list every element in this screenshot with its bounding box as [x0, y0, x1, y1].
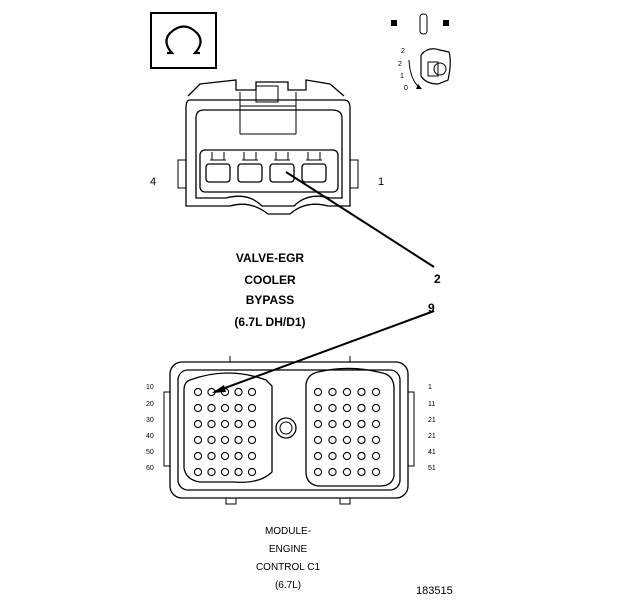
ecm-cavity — [342, 435, 352, 445]
ecm-cavity — [207, 387, 216, 397]
pin-1-label: 1 — [378, 176, 384, 188]
ecm-right-row-label: 51 — [428, 465, 436, 472]
ecm-left-row-label: 30 — [146, 417, 154, 424]
egr-valve-connector-drawing — [177, 79, 359, 215]
ecm-cavity — [313, 403, 323, 413]
ecm-cavity — [193, 403, 203, 413]
pin-4-label: 4 — [150, 176, 156, 188]
egr-valve-name-line: (6.7L DH/D1) — [234, 315, 305, 329]
ignition-key-icon: 2 2 1 0 — [391, 13, 451, 92]
ecm-right-cavity-grid — [313, 387, 381, 477]
ecm-cavity — [313, 387, 323, 397]
ecm-cavity — [193, 419, 203, 429]
ecm-cavity — [207, 435, 216, 445]
ecm-cavity — [207, 403, 216, 413]
key-legend-label: 2 — [398, 61, 402, 68]
ecm-cavity — [357, 467, 366, 477]
ecm-cavity — [371, 435, 381, 445]
ecm-cavity — [342, 467, 352, 477]
ecm-cavity — [234, 419, 243, 429]
ecm-cavity — [207, 451, 216, 461]
key-legend-label: 0 — [404, 85, 408, 92]
ecm-cavity — [234, 387, 243, 397]
ecm-cavity — [357, 451, 366, 461]
ecm-cavity — [328, 467, 337, 477]
ecm-cavity — [220, 419, 230, 429]
ecm-cavity — [234, 467, 243, 477]
egr-valve-name-line: VALVE-EGR — [236, 251, 305, 265]
ecm-cavity — [313, 435, 323, 445]
ecm-cavity — [220, 387, 230, 397]
key-legend-label: 2 — [401, 48, 405, 55]
ecm-name-line: CONTROL C1 — [256, 562, 321, 573]
ecm-left-row-label: 60 — [146, 465, 154, 472]
ecm-left-cavity-grid — [193, 387, 257, 477]
ecm-cavity — [342, 451, 352, 461]
ecm-right-row-label: 1 — [428, 384, 432, 391]
ecm-cavity — [357, 435, 366, 445]
ecm-cavity — [328, 419, 337, 429]
ecm-cavity — [193, 451, 203, 461]
ecm-cavity — [193, 467, 203, 477]
ecm-right-row-label: 41 — [428, 449, 436, 456]
ecm-cavity — [328, 435, 337, 445]
ecm-cavity — [313, 467, 323, 477]
ecm-cavity — [371, 467, 381, 477]
ecm-cavity — [207, 419, 216, 429]
key-legend-label: 1 — [400, 73, 404, 80]
ecm-cavity — [371, 451, 381, 461]
ecm-cavity — [328, 387, 337, 397]
ecm-cavity — [371, 387, 381, 397]
ecm-name-line: (6.7L) — [275, 580, 301, 591]
ecm-cavity — [247, 419, 257, 429]
ecm-cavity — [247, 387, 257, 397]
ecm-left-row-label: 40 — [146, 433, 154, 440]
ecm-cavity — [357, 403, 366, 413]
egr-valve-name-line: BYPASS — [246, 293, 294, 307]
ecm-cavity — [342, 403, 352, 413]
ecm-left-row-label: 20 — [146, 401, 154, 408]
ecm-right-row-label: 21 — [428, 417, 436, 424]
omega-symbol-icon — [150, 12, 217, 69]
ecm-cavity — [220, 467, 230, 477]
ecm-cavity — [193, 435, 203, 445]
ecm-name-line: ENGINE — [269, 544, 308, 555]
ecm-cavity — [328, 403, 337, 413]
ecm-cavity — [357, 419, 366, 429]
ecm-cavity — [220, 403, 230, 413]
figure-number: 183515 — [416, 585, 453, 597]
ecm-cavity — [220, 451, 230, 461]
ecm-right-row-label: 11 — [428, 401, 435, 408]
ecm-cavity — [193, 387, 203, 397]
ecm-cavity — [342, 419, 352, 429]
ecm-cavity — [234, 451, 243, 461]
ecm-cavity — [342, 387, 352, 397]
egr-valve-name-line: COOLER — [244, 273, 296, 287]
ecm-cavity — [247, 435, 257, 445]
ecm-cavity — [247, 467, 257, 477]
ecm-cavity — [313, 419, 323, 429]
ecm-cavity — [234, 403, 243, 413]
ecm-cavity — [371, 419, 381, 429]
ecm-cavity — [220, 435, 230, 445]
ecm-cavity — [371, 403, 381, 413]
ecm-cavity — [247, 403, 257, 413]
callout-2-label: 2 — [434, 272, 441, 286]
callout-9-label: 9 — [428, 301, 435, 315]
ecm-cavity — [328, 451, 337, 461]
ecm-cavity — [357, 387, 366, 397]
ecm-cavity — [313, 451, 323, 461]
ecm-right-row-label: 21 — [428, 433, 436, 440]
ecm-left-row-label: 50 — [146, 449, 154, 456]
ecm-cavity — [234, 435, 243, 445]
ecm-cavity — [207, 467, 216, 477]
ecm-cavity — [247, 451, 257, 461]
ecm-name-line: MODULE- — [265, 526, 311, 537]
ecm-left-row-label: 10 — [146, 384, 154, 391]
ecm-connector-drawing — [163, 356, 415, 505]
